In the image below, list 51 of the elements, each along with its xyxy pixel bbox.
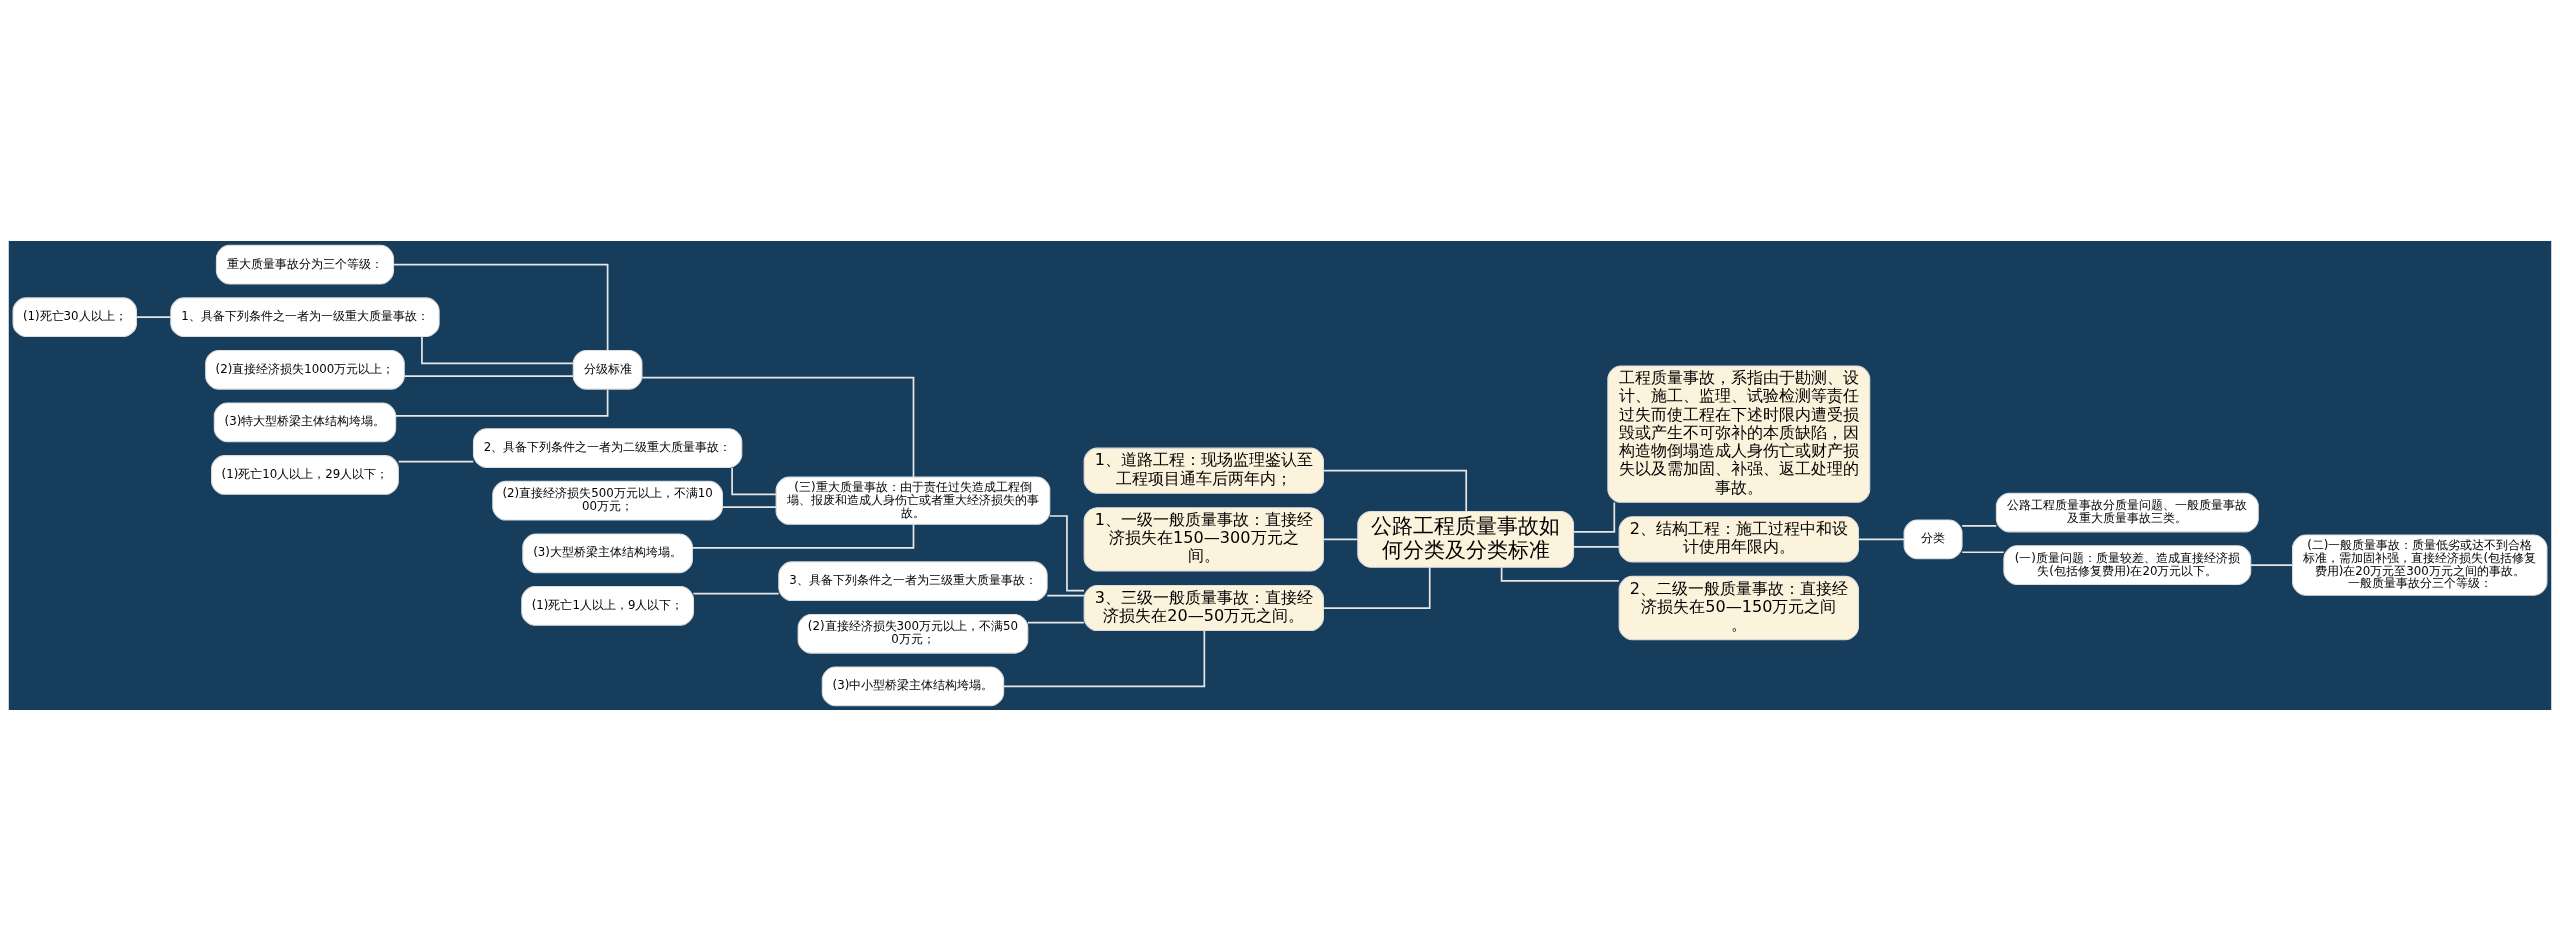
connector	[1322, 538, 1359, 540]
node-box: 分级标准	[572, 349, 643, 390]
node-box: (2)直接经济损失500万元以上，不满1000万元；	[492, 480, 723, 521]
node-box: (一)质量问题：质量较差、造成直接经济损失(包括修复费用)在20万元以下。	[2003, 544, 2252, 585]
connector	[2250, 563, 2294, 566]
connector	[394, 388, 609, 417]
node-box: 工程质量事故，系指由于勘测、设计、施工、监理、试验检测等责任过失而使工程在下述时限内遭受损毁或产生不可弥补的本质缺陷，因构造物倒塌造成人身伤亡或财产损失以及需加固、补强、返工处理的事故。	[1607, 365, 1871, 503]
node-box: (1)死亡10人以上，29人以下；	[211, 454, 399, 495]
connector	[1322, 469, 1468, 512]
node-box: 1、一级一般质量事故：直接经济损失在150—300万元之间。	[1083, 506, 1324, 572]
node-box: (3)特大型桥梁主体结构垮塌。	[213, 402, 397, 442]
node-box: 分类	[1903, 519, 1963, 559]
connector	[1961, 524, 1998, 527]
connector	[1003, 629, 1206, 687]
connector	[731, 466, 777, 495]
node-box: 公路工程质量事故如何分类及分类标准	[1357, 510, 1575, 568]
connector	[135, 315, 172, 318]
connector	[692, 592, 780, 594]
connector	[1572, 545, 1620, 548]
connector	[721, 505, 777, 508]
node-box: 2、结构工程：施工过程中和设计使用年限内。	[1618, 515, 1859, 562]
connector	[1961, 550, 2005, 553]
connector	[1322, 565, 1431, 609]
connector	[421, 335, 574, 364]
node-box: (二)一般质量事故：质量低劣或达不到合格标准，需加固补强，直接经济损失(包括修复费用)在20万元至300万元之间的事故。一般质量事故分三个等级：	[2292, 534, 2548, 596]
node-box: (三)重大质量事故：由于责任过失造成工程倒塌、报废和造成人身伤亡或者重大经济损失的事故。	[775, 476, 1051, 525]
node-box: (3)大型桥梁主体结构垮塌。	[522, 532, 693, 573]
connector	[691, 522, 915, 549]
node-box: 2、二级一般质量事故：直接经济损失在50—150万元之间。	[1618, 575, 1859, 640]
node-box: 重大质量事故分为三个等级：	[215, 244, 395, 284]
connector	[1857, 538, 1905, 540]
node-box: 公路工程质量事故分质量问题、一般质量事故及重大质量事故三类。	[1995, 492, 2259, 532]
connector	[397, 460, 475, 462]
node-box: 1、道路工程：现场监理鉴认至工程项目通车后两年内；	[1083, 447, 1324, 494]
node-box: (1)死亡1人以上，9人以下；	[521, 585, 694, 626]
connector	[1500, 565, 1620, 582]
connector	[392, 263, 609, 351]
connector	[403, 374, 574, 377]
connector	[1049, 514, 1085, 591]
node-box: (2)直接经济损失300万元以上，不满500万元；	[797, 613, 1029, 654]
connector	[1046, 594, 1085, 596]
connector	[1572, 501, 1616, 533]
connector	[641, 376, 915, 478]
node-box: (3)中小型桥梁主体结构垮塌。	[821, 666, 1005, 706]
node-box: 3、具备下列条件之一者为三级重大质量事故：	[778, 560, 1048, 601]
node-box: (2)直接经济损失1000万元以上；	[205, 349, 405, 390]
node-box: 3、三级一般质量事故：直接经济损失在20—50万元之间。	[1083, 584, 1324, 631]
node-box: 2、具备下列条件之一者为二级重大质量事故：	[472, 427, 743, 468]
node-box: 1、具备下列条件之一者为一级重大质量事故：	[170, 296, 440, 337]
node-box: (1)死亡30人以上；	[12, 296, 137, 337]
connector	[1027, 621, 1085, 623]
